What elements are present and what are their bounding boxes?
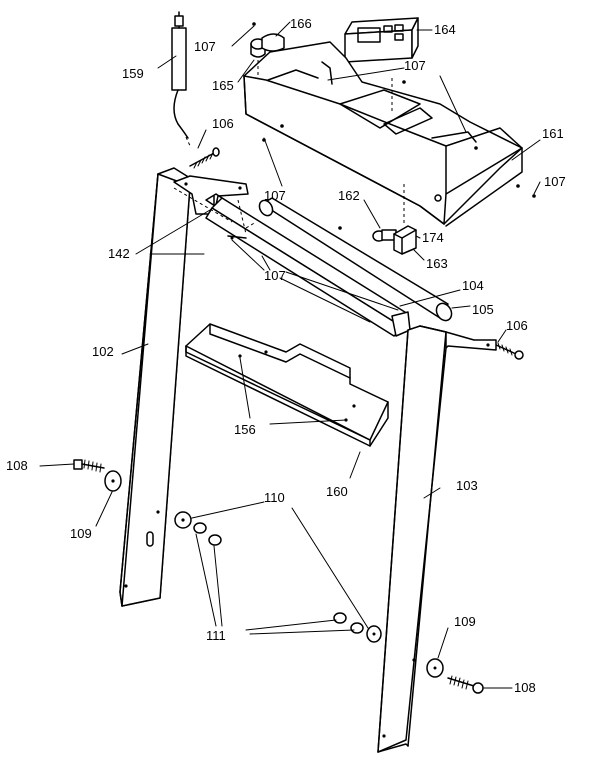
part-159-sensor-cable [171, 11, 192, 149]
part-105-roller [258, 197, 453, 322]
label-109-right: 109 [454, 614, 476, 629]
part-110-washer-right [366, 625, 382, 643]
label-165: 165 [212, 78, 234, 93]
part-108-bolt-right [447, 675, 484, 694]
label-107-bar: 107 [264, 268, 286, 283]
label-142: 142 [108, 246, 130, 261]
label-108-left: 108 [6, 458, 28, 473]
label-160: 160 [326, 484, 348, 499]
label-174: 174 [422, 230, 444, 245]
label-162: 162 [338, 188, 360, 203]
part-111-nuts-left [193, 522, 222, 546]
label-105: 105 [472, 302, 494, 317]
part-165-166-knob [250, 33, 285, 58]
label-106-right: 106 [506, 318, 528, 333]
part-109-washer-left [104, 470, 122, 492]
label-107-mid: 107 [264, 188, 286, 203]
label-161: 161 [542, 126, 564, 141]
label-110: 110 [264, 490, 285, 505]
part-106-bolt-right [493, 342, 524, 360]
part-103-right-upright [377, 325, 497, 753]
part-109-washer-right [426, 658, 444, 678]
label-111: 111 [206, 628, 226, 643]
part-106-bolt-top [189, 147, 220, 169]
callout-labels: 166 164 107 159 165 107 106 161 107 107 … [6, 16, 566, 695]
label-163: 163 [426, 256, 448, 271]
label-102: 102 [92, 344, 114, 359]
label-166: 166 [290, 16, 312, 31]
label-107-right: 107 [544, 174, 566, 189]
part-161-console-base [243, 41, 523, 227]
label-159: 159 [122, 66, 144, 81]
label-106-top: 106 [212, 116, 234, 131]
label-156: 156 [234, 422, 256, 437]
assembly-dashed-lines [173, 60, 405, 235]
part-104-crossbar [205, 197, 411, 337]
part-110-washer-left [174, 511, 192, 529]
label-109-left: 109 [70, 526, 92, 541]
label-103: 103 [456, 478, 478, 493]
part-160-tray [185, 323, 389, 447]
part-162-174-163-hardware [372, 225, 417, 255]
label-104: 104 [462, 278, 484, 293]
label-164: 164 [434, 22, 456, 37]
part-102-left-upright [119, 167, 191, 607]
label-108-right: 108 [514, 680, 536, 695]
leader-lines [39, 21, 541, 689]
part-164-console [344, 17, 419, 63]
label-107-console: 107 [404, 58, 426, 73]
part-108-bolt-left [73, 459, 105, 473]
label-107-top: 107 [194, 39, 216, 54]
